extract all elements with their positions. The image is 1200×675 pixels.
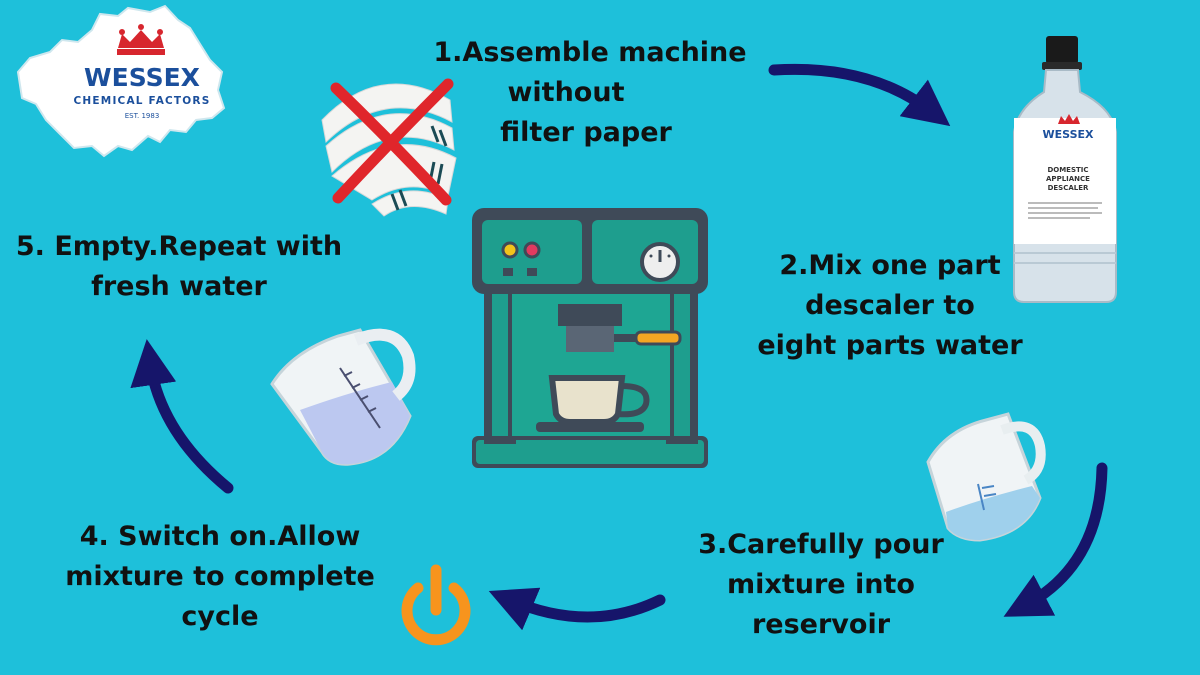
step-5-line-2: fresh water — [91, 271, 267, 302]
measuring-jug-icon-left — [270, 328, 416, 466]
step-4-line-3: cycle — [181, 601, 259, 632]
step-3-line-3: reservoir — [751, 609, 891, 640]
crown-icon — [117, 24, 165, 55]
step-2-line-2: descaler to — [805, 290, 975, 321]
step-3-line-2: mixture into — [727, 569, 915, 600]
arrow-step1-to-step2 — [768, 63, 951, 127]
step-2-line-1: 2.Mix one part — [779, 250, 1001, 281]
step-5-line-1: 5. Empty.Repeat with — [15, 231, 343, 262]
bottle-label-line2: APPLIANCE — [1046, 175, 1090, 183]
arrow-step3-to-step4 — [488, 587, 666, 631]
step-4-line-1: 4. Switch on.Allow — [79, 521, 361, 552]
bottle-label-line1: DOMESTIC — [1047, 166, 1088, 174]
company-logo: WESSEX CHEMICAL FACTORS EST. 1983 — [16, 4, 226, 158]
step-2-line-3: eight parts water — [757, 330, 1023, 361]
step-1-text: 1.Assemble machine without filter paper — [420, 33, 760, 153]
step-4-text: 4. Switch on.Allow mixture to complete c… — [52, 517, 388, 637]
bottle-label-line3: DESCALER — [1048, 184, 1089, 192]
step-4-line-2: mixture to complete — [65, 561, 375, 592]
logo-subtitle: CHEMICAL FACTORS — [74, 95, 211, 107]
cross-icon — [330, 78, 454, 206]
power-icon — [401, 564, 471, 646]
step-5-text: 5. Empty.Repeat with fresh water — [4, 227, 354, 307]
step-1-line-1: 1.Assemble machine — [433, 37, 747, 68]
bottle-brand: WESSEX — [1043, 128, 1095, 141]
logo-established: EST. 1983 — [125, 112, 160, 120]
cycle-arrows — [130, 63, 1108, 631]
step-1-line-2: without — [507, 77, 625, 108]
step-1-line-3: filter paper — [500, 117, 672, 148]
arrow-step2-to-step3 — [1003, 462, 1108, 617]
step-3-text: 3.Carefully pour mixture into reservoir — [676, 525, 966, 645]
measuring-jug-icon — [926, 412, 1046, 542]
coffee-machine-icon — [472, 208, 708, 468]
logo-brand-name: WESSEX — [84, 63, 200, 92]
filter-paper-icon — [321, 83, 457, 217]
step-3-line-1: 3.Carefully pour — [698, 529, 944, 560]
descaler-bottle-icon: WESSEX DOMESTIC APPLIANCE DESCALER — [1013, 36, 1117, 303]
step-2-text: 2.Mix one part descaler to eight parts w… — [724, 246, 1056, 366]
arrow-step4-to-step5 — [130, 339, 234, 494]
logo-map-shape — [16, 4, 226, 158]
